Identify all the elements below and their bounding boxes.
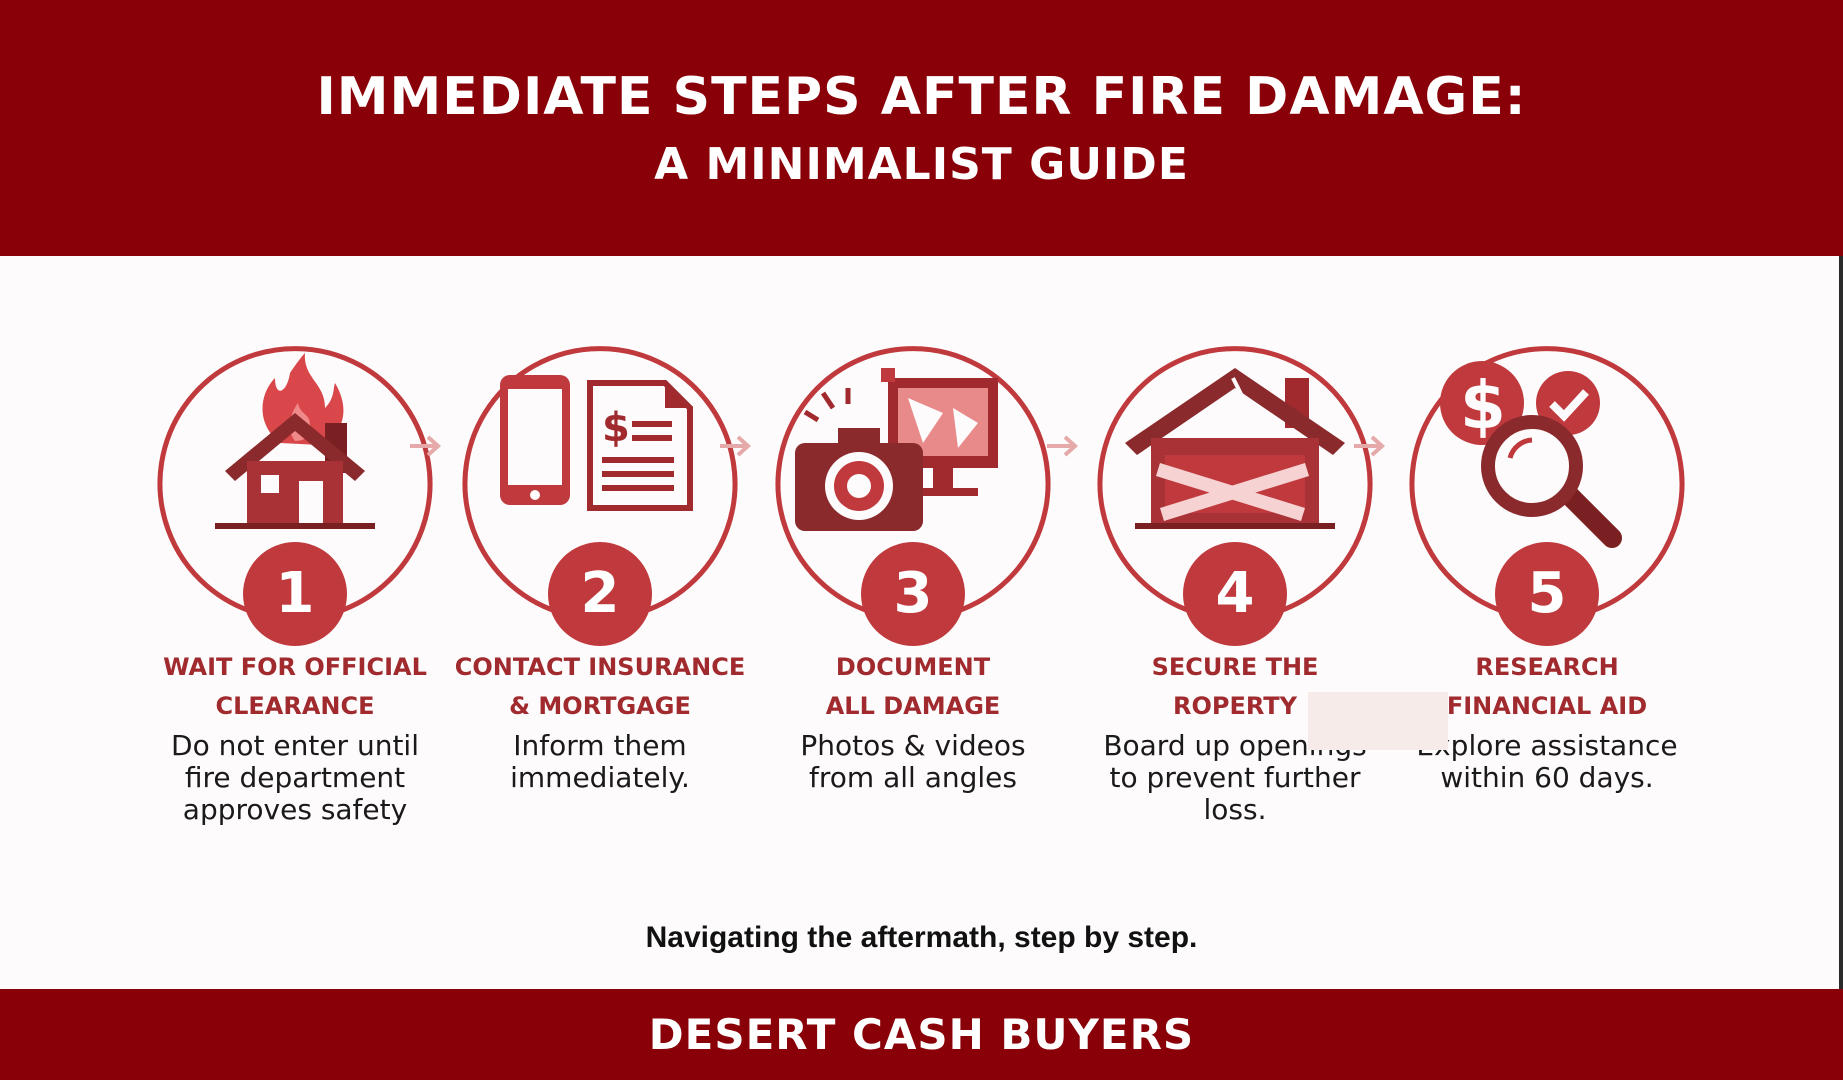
step-4-ring [1097,346,1373,617]
step-4-desc-line2: to prevent further [1109,761,1361,794]
step-4-heading-line2: ROPERTY [1172,692,1298,720]
step-1-heading: WAIT FOR OFFICIAL CLEARANCE [120,648,470,726]
arrow-right-icon [720,435,751,457]
step-1: 1 WAIT FOR OFFICIAL CLEARANCE Do not ent… [140,318,450,838]
step-5-heading: RESEARCH FINANCIAL AID [1372,648,1722,726]
step-3-description: Photos & videos from all angles [738,730,1088,794]
step-1-heading-line2: CLEARANCE [215,692,375,720]
step-2-desc-line2: immediately. [510,761,690,794]
step-3-number-badge: 3 [861,542,965,646]
step-4-desc-line3: loss. [1203,793,1267,826]
step-2-description: Inform them immediately. [425,730,775,794]
svg-text:$: $ [602,405,630,451]
footer-brand: DESERT CASH BUYERS [0,989,1843,1080]
step-2-desc-line1: Inform them [513,729,687,762]
step-3-desc-line1: Photos & videos [800,729,1026,762]
arrow-right-icon [1354,435,1385,457]
step-5: $ 5 RESEARCH FINANCIAL AID Explore assis… [1392,318,1702,838]
money-search-icon: $ [1440,361,1622,548]
step-3-heading-line2: ALL DAMAGE [825,692,1001,720]
step-5-desc-line1: Explore assistance [1416,729,1678,762]
step-5-description: Explore assistance within 60 days. [1372,730,1722,794]
step-3-heading-line1: DOCUMENT [835,653,991,681]
step-2: $ 2 CONTACT INSURANCE & MORTGAGE Inform … [445,318,755,838]
phone-document-icon: $ [500,375,693,511]
step-4-heading: SECURE THE ROPERTY [1060,648,1410,726]
background-patch [1308,692,1448,750]
step-2-heading-line1: CONTACT INSURANCE [454,653,746,681]
step-4-heading-line1: SECURE THE [1151,653,1319,681]
step-2-heading: CONTACT INSURANCE & MORTGAGE [425,648,775,726]
arrow-right-icon [1047,435,1078,457]
step-1-ring [157,346,433,617]
step-3-desc-line2: from all angles [809,761,1017,794]
step-5-desc-line2: within 60 days. [1440,761,1654,794]
arrow-right-icon [410,435,441,457]
step-5-heading-line2: FINANCIAL AID [1446,692,1648,720]
camera-screen-icon [795,368,998,531]
tagline: Navigating the aftermath, step by step. [645,921,1198,954]
step-5-number-badge: 5 [1495,542,1599,646]
step-2-ring [462,346,738,617]
boarded-house-icon [1125,368,1345,529]
step-3-ring [775,346,1051,617]
step-1-desc-line1: Do not enter until [171,729,419,762]
step-5-ring [1409,346,1685,617]
step-3-heading: DOCUMENT ALL DAMAGE [738,648,1088,726]
header-banner: IMMEDIATE STEPS AFTER FIRE DAMAGE: A MIN… [0,0,1843,256]
page-title: IMMEDIATE STEPS AFTER FIRE DAMAGE: [316,67,1527,127]
step-4-number-badge: 4 [1183,542,1287,646]
step-2-heading-line2: & MORTGAGE [509,692,691,720]
step-1-heading-line1: WAIT FOR OFFICIAL [163,653,427,681]
step-4: 4 SECURE THE ROPERTY Board up openings t… [1080,318,1390,838]
right-edge-border [1839,256,1843,989]
step-5-heading-line1: RESEARCH [1475,653,1619,681]
step-1-description: Do not enter until fire department appro… [120,730,470,826]
page-subtitle: A MINIMALIST GUIDE [654,139,1189,190]
step-1-desc-line3: approves safety [182,793,408,826]
step-3: 3 DOCUMENT ALL DAMAGE Photos & videos fr… [758,318,1068,838]
step-1-desc-line2: fire department [184,761,406,794]
step-1-number-badge: 1 [243,542,347,646]
step-2-number-badge: 2 [548,542,652,646]
burning-house-icon [215,353,375,529]
